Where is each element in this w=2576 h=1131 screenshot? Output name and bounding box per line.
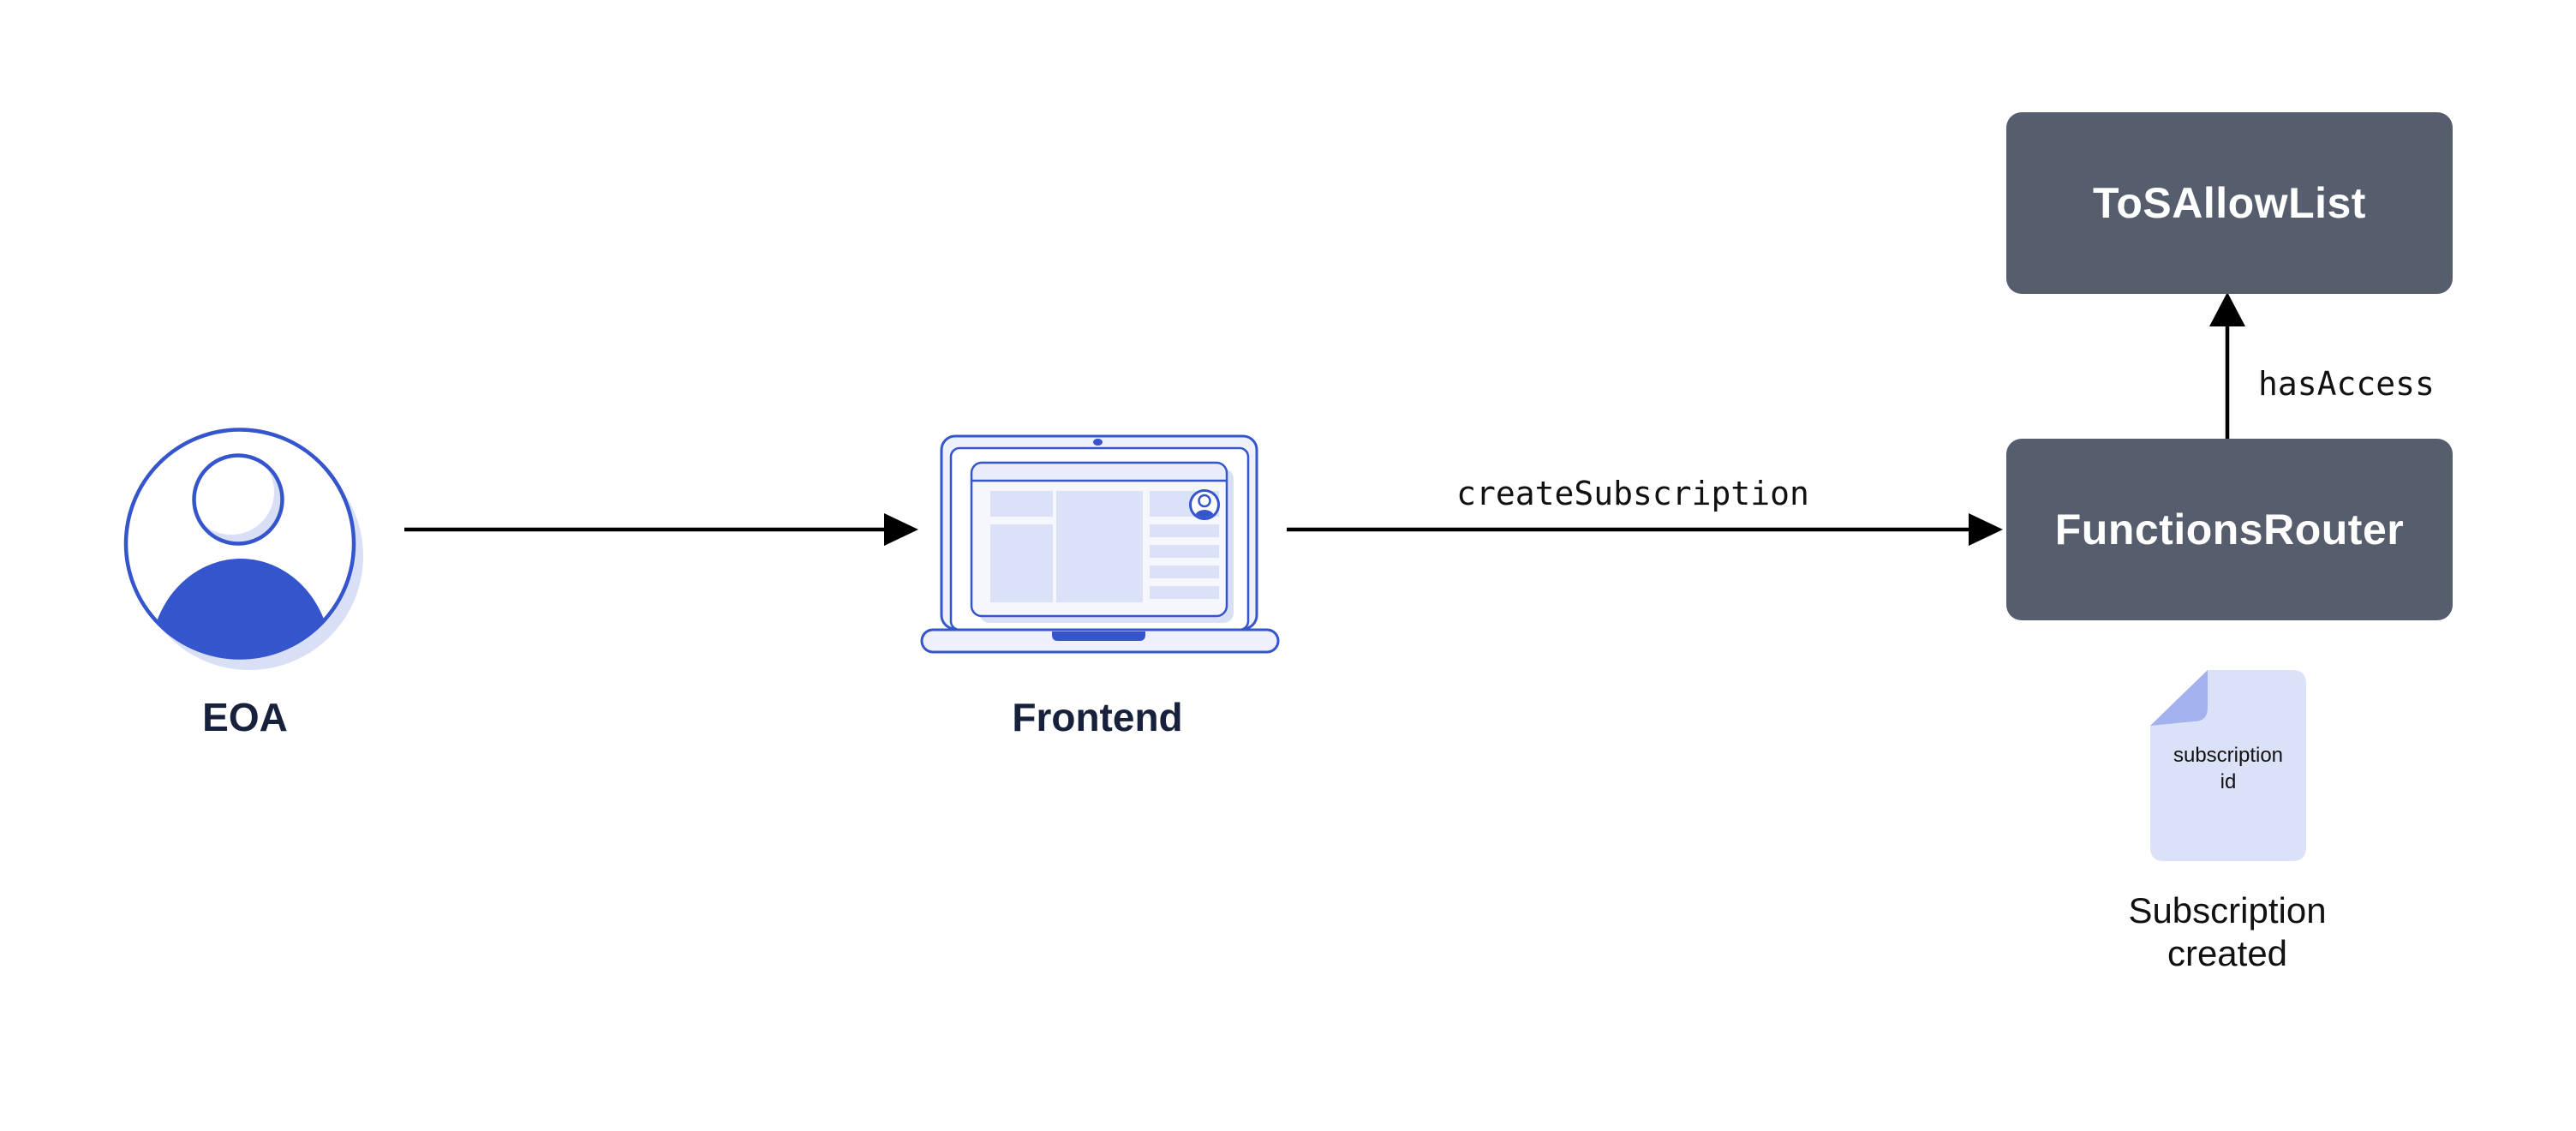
content-block [990,524,1053,602]
functions-router-label: FunctionsRouter [2054,506,2405,554]
content-line [1150,545,1219,558]
content-line [1150,586,1219,599]
document-fold-corner [2150,670,2208,726]
edge-label-create-subscription: createSubscription [1456,475,1809,512]
avatar-head-ring [192,453,284,546]
content-block [990,491,1053,517]
user-avatar-icon [123,428,363,670]
document-icon [2150,670,2306,861]
node-tos-allow-list: ToSAllowList [2006,112,2453,294]
content-line [1150,566,1219,578]
document-text: subscription id [2173,744,2284,793]
laptop-icon [920,434,1280,654]
eoa-label: EOA [202,695,288,739]
content-line [1150,524,1219,537]
tos-allow-list-label: ToSAllowList [2093,179,2366,227]
avatar-outer-ring [123,428,356,660]
browser-header-bar [971,463,1227,481]
avatar-head [195,457,281,542]
browser-window [971,463,1227,616]
laptop-notch [1052,631,1145,641]
subscription-created-caption: Subscription created [2128,890,2327,973]
avatar-shoulders [150,559,332,656]
mini-avatar-icon [1189,489,1220,520]
webcam-dot-icon [1093,439,1103,446]
content-block [1056,491,1143,602]
frontend-label: Frontend [1012,695,1183,739]
arrow-eoa-to-frontend [404,513,918,546]
arrow-functions-router-to-tos-allow-list [2209,292,2245,439]
node-functions-router: FunctionsRouter [2006,439,2453,620]
edge-label-has-access: hasAccess [2258,365,2435,403]
arrow-frontend-to-functions-router [1287,513,2003,546]
